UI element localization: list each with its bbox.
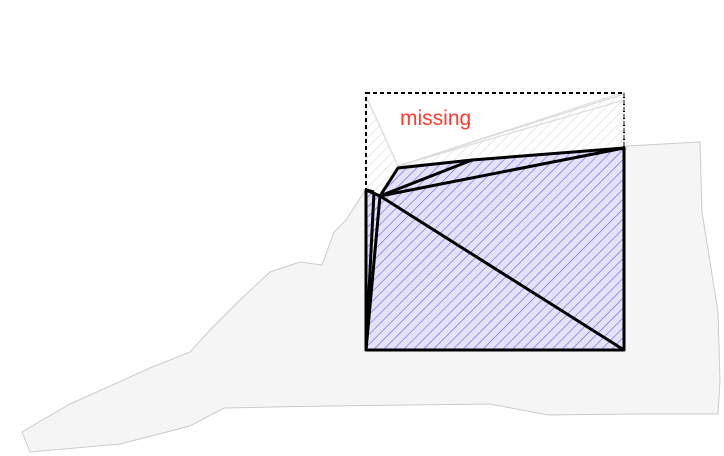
missing-fan-line: [365, 95, 399, 167]
edge: [379, 146, 625, 198]
triangulation-edges: [364, 146, 626, 352]
missing-fan-line: [397, 93, 625, 167]
edge: [379, 194, 625, 352]
edge: [364, 191, 376, 351]
missing-label: missing: [400, 107, 471, 130]
edge: [379, 158, 473, 198]
missing-fan-line: [397, 99, 625, 167]
edge: [365, 188, 375, 194]
covered-region: [366, 148, 624, 350]
